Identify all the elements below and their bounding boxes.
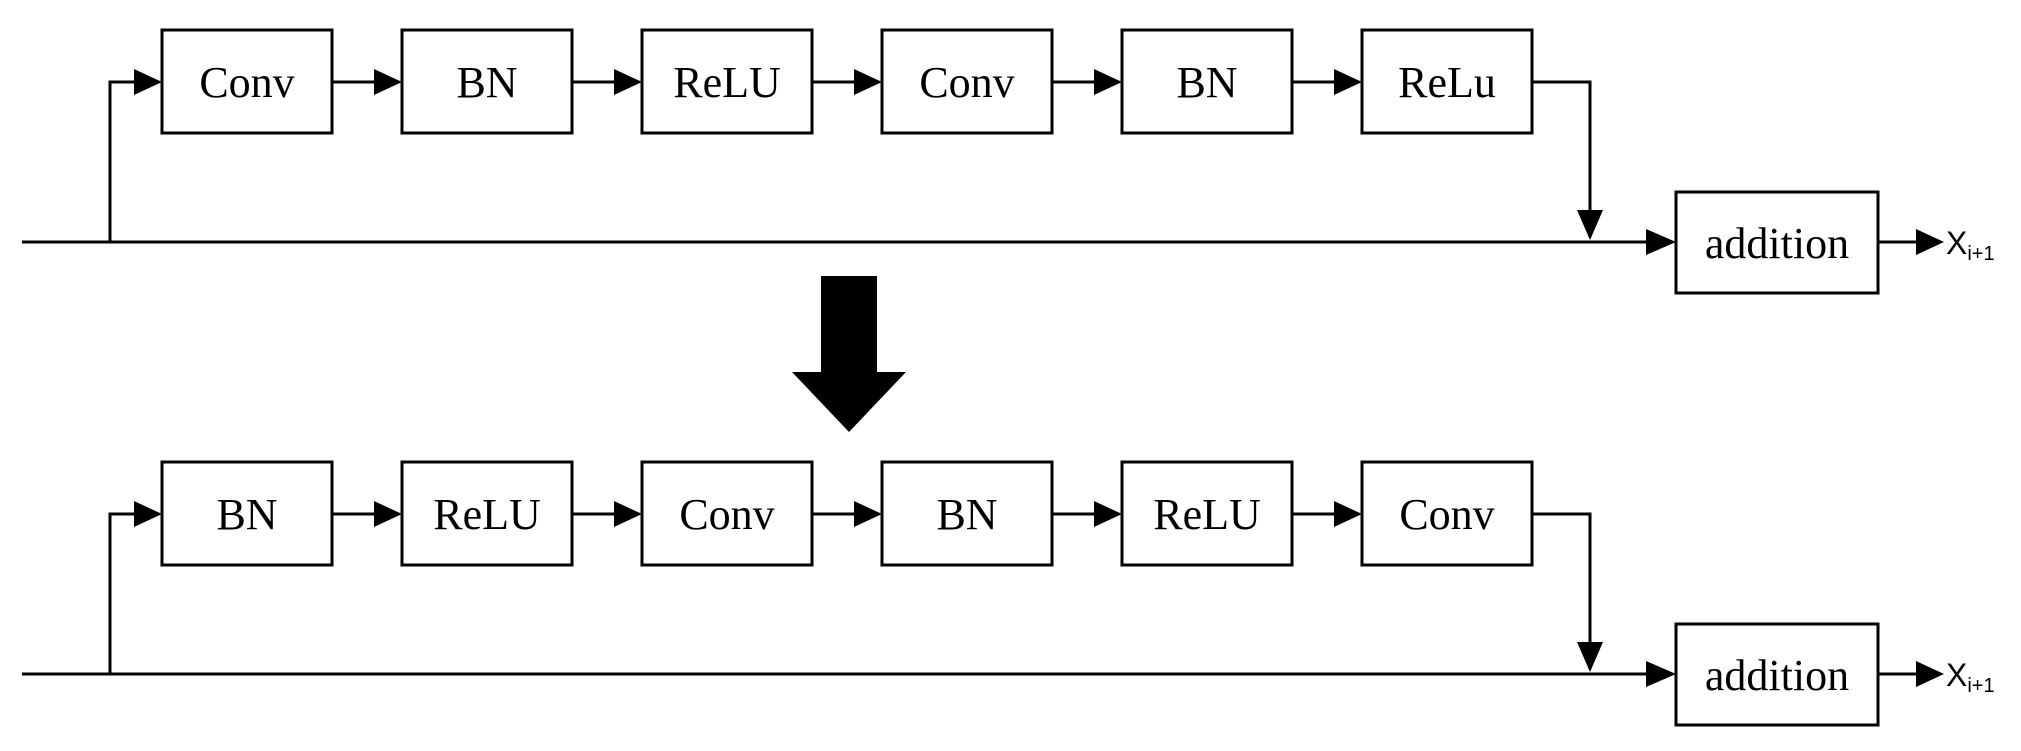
top-output-base: X	[1946, 225, 1967, 261]
bottom-output-base: X	[1946, 657, 1967, 693]
top-block-1: Conv	[160, 28, 334, 135]
top-connector-1-arrowhead	[374, 69, 402, 95]
top-skip-arrowhead	[1646, 229, 1676, 255]
top-output-label: Xi+1	[1946, 225, 1995, 265]
top-block-4: Conv	[880, 28, 1054, 135]
top-block-3-label: ReLU	[673, 58, 781, 107]
top-addition-block: addition	[1674, 190, 1880, 295]
bottom-skip-arrowhead	[1646, 661, 1676, 687]
bottom-output-subscript: i+1	[1967, 675, 1994, 697]
bottom-block-1: BN	[160, 460, 334, 567]
top-connector-3-arrowhead	[854, 69, 882, 95]
bottom-block-6-label: Conv	[1399, 490, 1494, 539]
bottom-addition-block: addition	[1674, 622, 1880, 727]
top-block-5: BN	[1120, 28, 1294, 135]
bottom-block-3: Conv	[640, 460, 814, 567]
bottom-connector-5-arrowhead	[1334, 501, 1362, 527]
top-branch-arrowhead	[134, 69, 162, 95]
bottom-return-line	[1532, 512, 1592, 642]
bottom-block-1-label: BN	[216, 490, 277, 539]
top-block-2: BN	[400, 28, 574, 135]
bottom-return-arrowhead	[1577, 642, 1603, 672]
top-block-5-label: BN	[1176, 58, 1237, 107]
top-block-2-label: BN	[456, 58, 517, 107]
bottom-residual-block: BN ReLU Conv BN ReLU Conv	[22, 460, 1995, 727]
bottom-block-5-label: ReLU	[1153, 490, 1261, 539]
bottom-connector-3-arrowhead	[854, 501, 882, 527]
bottom-block-4-label: BN	[936, 490, 997, 539]
top-block-6: ReLu	[1360, 28, 1534, 135]
bottom-block-6: Conv	[1360, 460, 1534, 567]
top-residual-block: Conv BN ReLU Conv BN ReLu	[22, 28, 1995, 295]
bottom-branch-line	[108, 512, 140, 674]
top-block-3: ReLU	[640, 28, 814, 135]
top-block-4-label: Conv	[919, 58, 1014, 107]
bottom-addition-label: addition	[1705, 651, 1849, 700]
bottom-connector-1-arrowhead	[374, 501, 402, 527]
top-connector-5-arrowhead	[1334, 69, 1362, 95]
top-output-arrowhead	[1916, 229, 1944, 255]
transformation-arrow	[792, 276, 906, 432]
top-addition-label: addition	[1705, 219, 1849, 268]
bottom-output-arrowhead	[1916, 661, 1944, 687]
top-return-line	[1532, 80, 1592, 210]
bottom-block-4: BN	[880, 460, 1054, 567]
top-branch-line	[108, 80, 140, 242]
top-return-arrowhead	[1577, 210, 1603, 240]
bottom-output-label: Xi+1	[1946, 657, 1995, 697]
bottom-block-2-label: ReLU	[433, 490, 541, 539]
bottom-block-3-label: Conv	[679, 490, 774, 539]
top-block-6-label: ReLu	[1398, 58, 1496, 107]
top-connector-4-arrowhead	[1094, 69, 1122, 95]
big-down-arrow-icon	[792, 276, 906, 432]
top-connector-2-arrowhead	[614, 69, 642, 95]
bottom-connector-4-arrowhead	[1094, 501, 1122, 527]
bottom-branch-arrowhead	[134, 501, 162, 527]
bottom-block-2: ReLU	[400, 460, 574, 567]
top-block-1-label: Conv	[199, 58, 294, 107]
bottom-connector-2-arrowhead	[614, 501, 642, 527]
top-output-subscript: i+1	[1967, 243, 1994, 265]
bottom-block-5: ReLU	[1120, 460, 1294, 567]
